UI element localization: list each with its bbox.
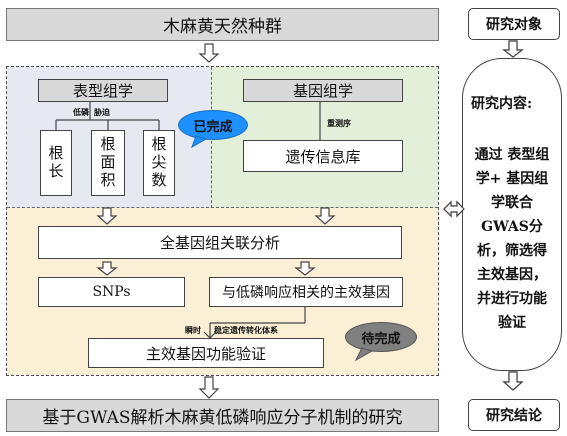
phenomics-title: 表型组学 [72, 82, 133, 100]
validation-box: 主效基因功能验证 [88, 338, 324, 368]
snps-label: SNPs [92, 284, 131, 300]
side-conclusion-label: 研究结论 [486, 408, 542, 424]
status-todo-bubble: 待完成 [345, 322, 417, 352]
trait-root-area-label: 根面积 [98, 136, 117, 190]
main-genes-label: 与低磷响应相关的主效基因 [222, 285, 390, 301]
snps-box: SNPs [38, 277, 185, 307]
gwas-box: 全基因组关联分析 [38, 226, 402, 259]
phenomics-title-box: 表型组学 [38, 79, 168, 102]
genetic-database: 遗传信息库 [285, 147, 361, 166]
top-title-bar: 木麻黄天然种群 [6, 8, 439, 41]
top-title: 木麻黄天然种群 [163, 17, 282, 37]
transform-label-2: 稳定遗传转化体系 [214, 326, 278, 335]
validation-label: 主效基因功能验证 [145, 344, 266, 363]
side-object-box: 研究对象 [468, 8, 560, 40]
side-content-title: 研究内容: [471, 96, 533, 112]
status-done-label: 已完成 [193, 119, 233, 135]
analysis-zone [6, 66, 439, 376]
stress-label-1: 低磷 [73, 108, 89, 117]
genomics-title-box: 基因组学 [243, 79, 403, 102]
side-content-box: 研究内容: 通过 表型组学+ 基因组学联合GWAS分析，筛选得主效基因，并进行功… [462, 58, 562, 371]
stress-label-2: 胁迫 [94, 108, 110, 117]
side-content-body: 通过 表型组学+ 基因组学联合GWAS分析，筛选得主效基因，并进行功能验证 [474, 147, 550, 331]
gwas-label: 全基因组关联分析 [159, 234, 280, 252]
region-divider-horizontal [7, 207, 438, 208]
trait-root-area: 根面积 [91, 130, 125, 196]
bottom-title: 基于GWAS解析木麻黄低磷响应分子机制的研究 [42, 408, 403, 428]
trait-root-tips: 根尖数 [143, 130, 175, 196]
main-genes-box: 与低磷响应相关的主效基因 [209, 277, 403, 307]
resequencing-label: 重测序 [327, 119, 351, 128]
status-done-bubble: 已完成 [178, 110, 248, 140]
trait-root-tips-label: 根尖数 [149, 136, 168, 190]
side-object-label: 研究对象 [486, 17, 542, 33]
genomics-title: 基因组学 [292, 82, 353, 100]
bottom-title-bar: 基于GWAS解析木麻黄低磷响应分子机制的研究 [6, 399, 439, 432]
genetic-database-box: 遗传信息库 [243, 140, 403, 172]
transform-label-1: 瞬时 [185, 326, 201, 335]
trait-root-length: 根长 [40, 130, 72, 196]
trait-root-length-label: 根长 [46, 145, 65, 181]
side-conclusion-box: 研究结论 [468, 399, 560, 431]
status-todo-label: 待完成 [361, 331, 401, 347]
